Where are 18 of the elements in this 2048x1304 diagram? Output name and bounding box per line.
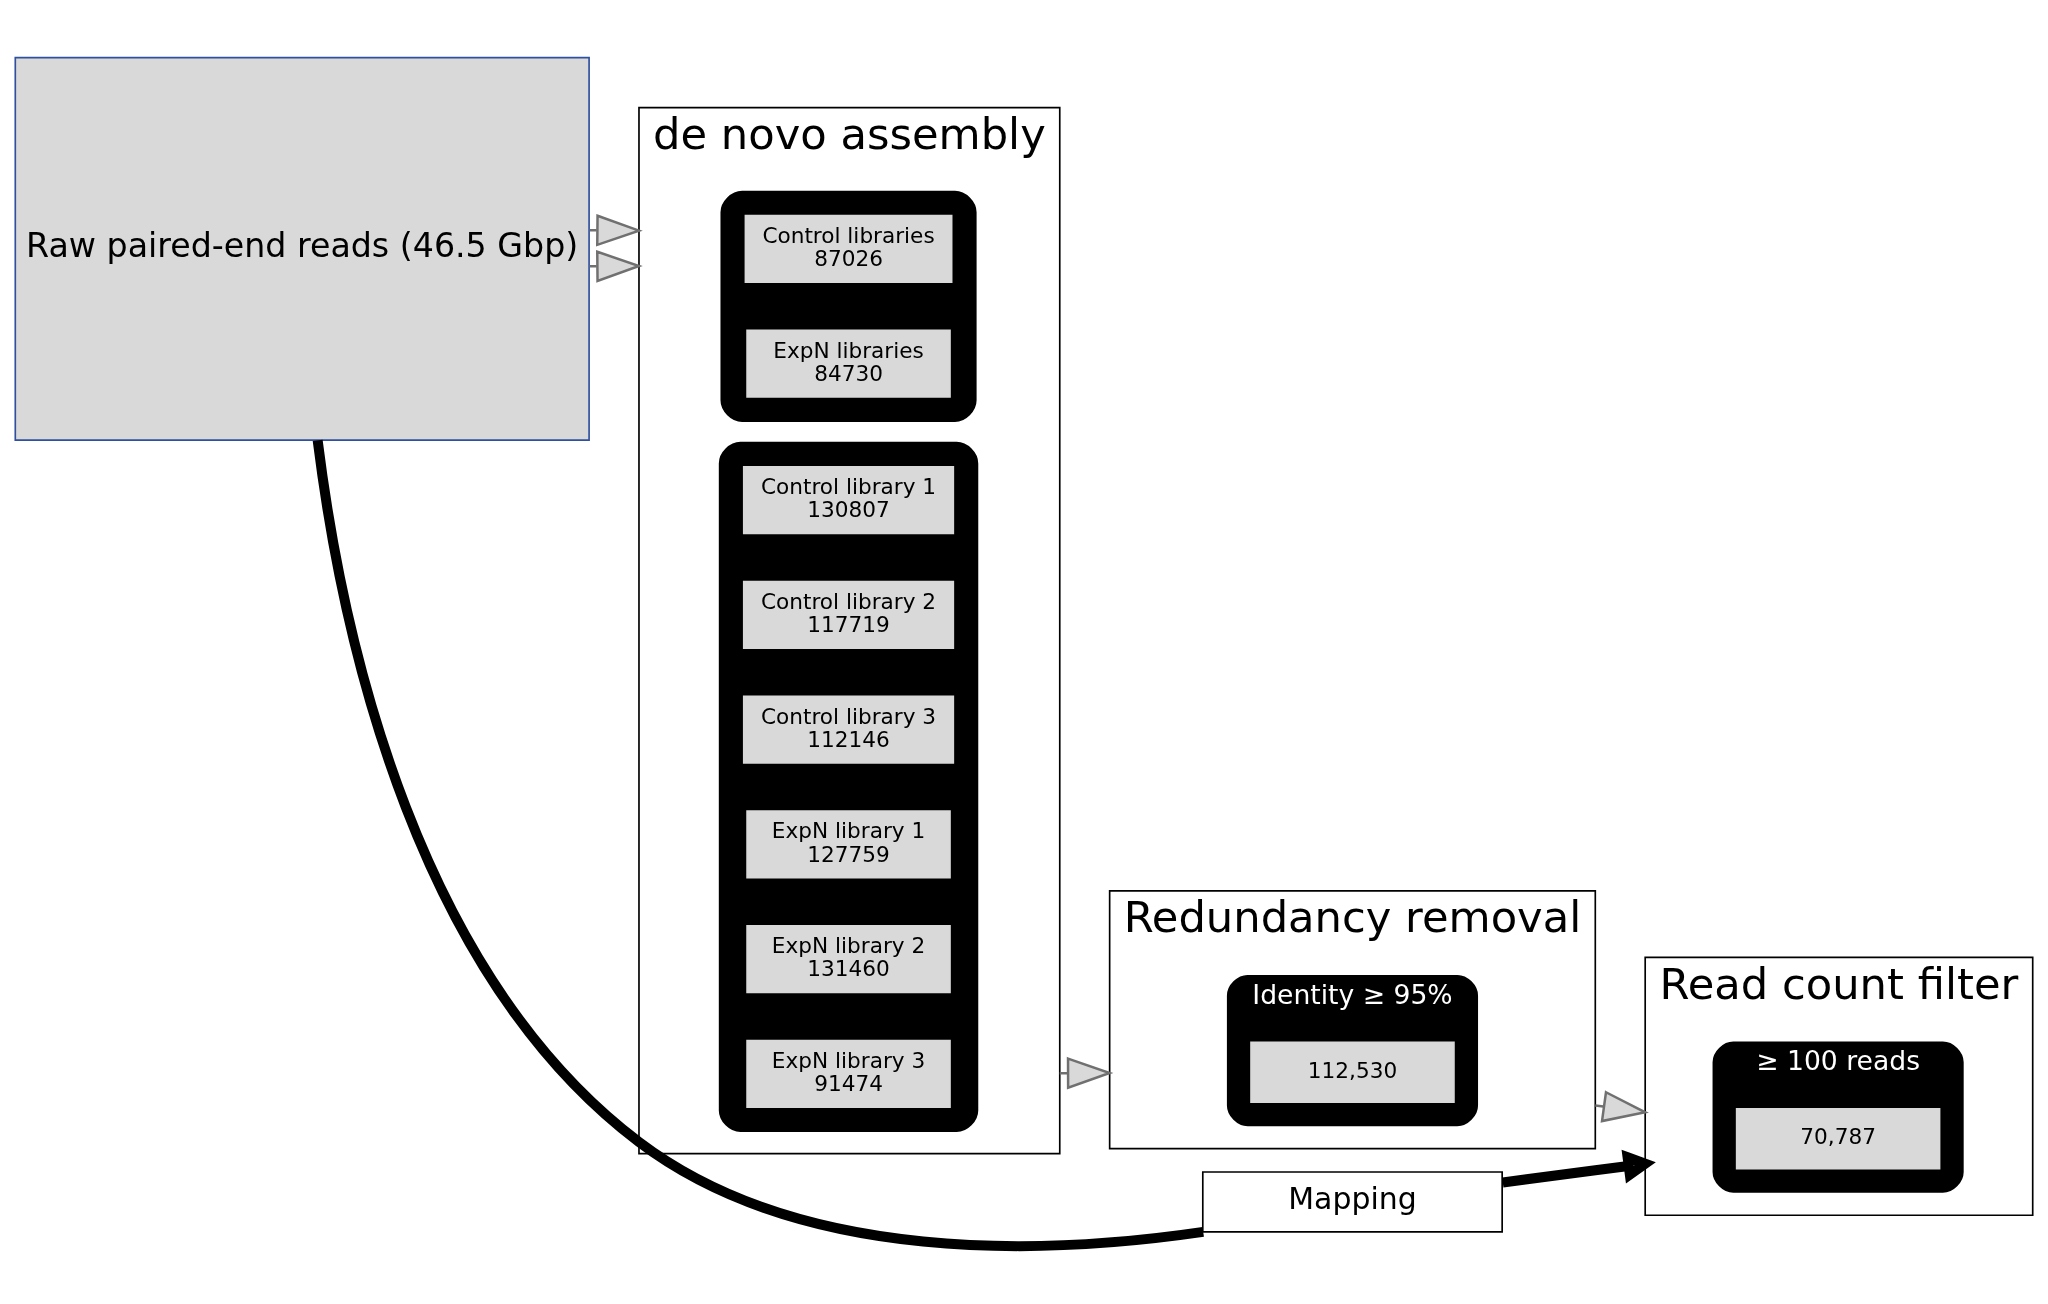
arrow [1502,1149,1656,1188]
cluster [718,441,979,1133]
arrow [1595,1090,1649,1123]
node-box: Control library 3 112146 [742,695,955,764]
cluster [720,190,977,422]
node-box: Control library 1 130807 [742,465,955,535]
node-box: ExpN library 3 91474 [746,1039,951,1108]
node-box: ExpN library 1 127759 [746,810,951,879]
node-box: Control libraries 87026 [744,214,953,283]
node-box: Control library 2 117719 [742,580,955,649]
node-box: 112,530 [1250,1041,1455,1103]
node-box: 70,787 [1735,1107,1941,1170]
node-box: ExpN library 2 131460 [746,925,951,994]
node-box: Mapping [1201,1171,1503,1233]
node-box: ExpN libraries 84730 [746,329,951,398]
arrow [589,250,643,283]
node-box: Raw paired-end reads (46.5 Gbp) [14,56,590,441]
connector [312,439,1204,1251]
